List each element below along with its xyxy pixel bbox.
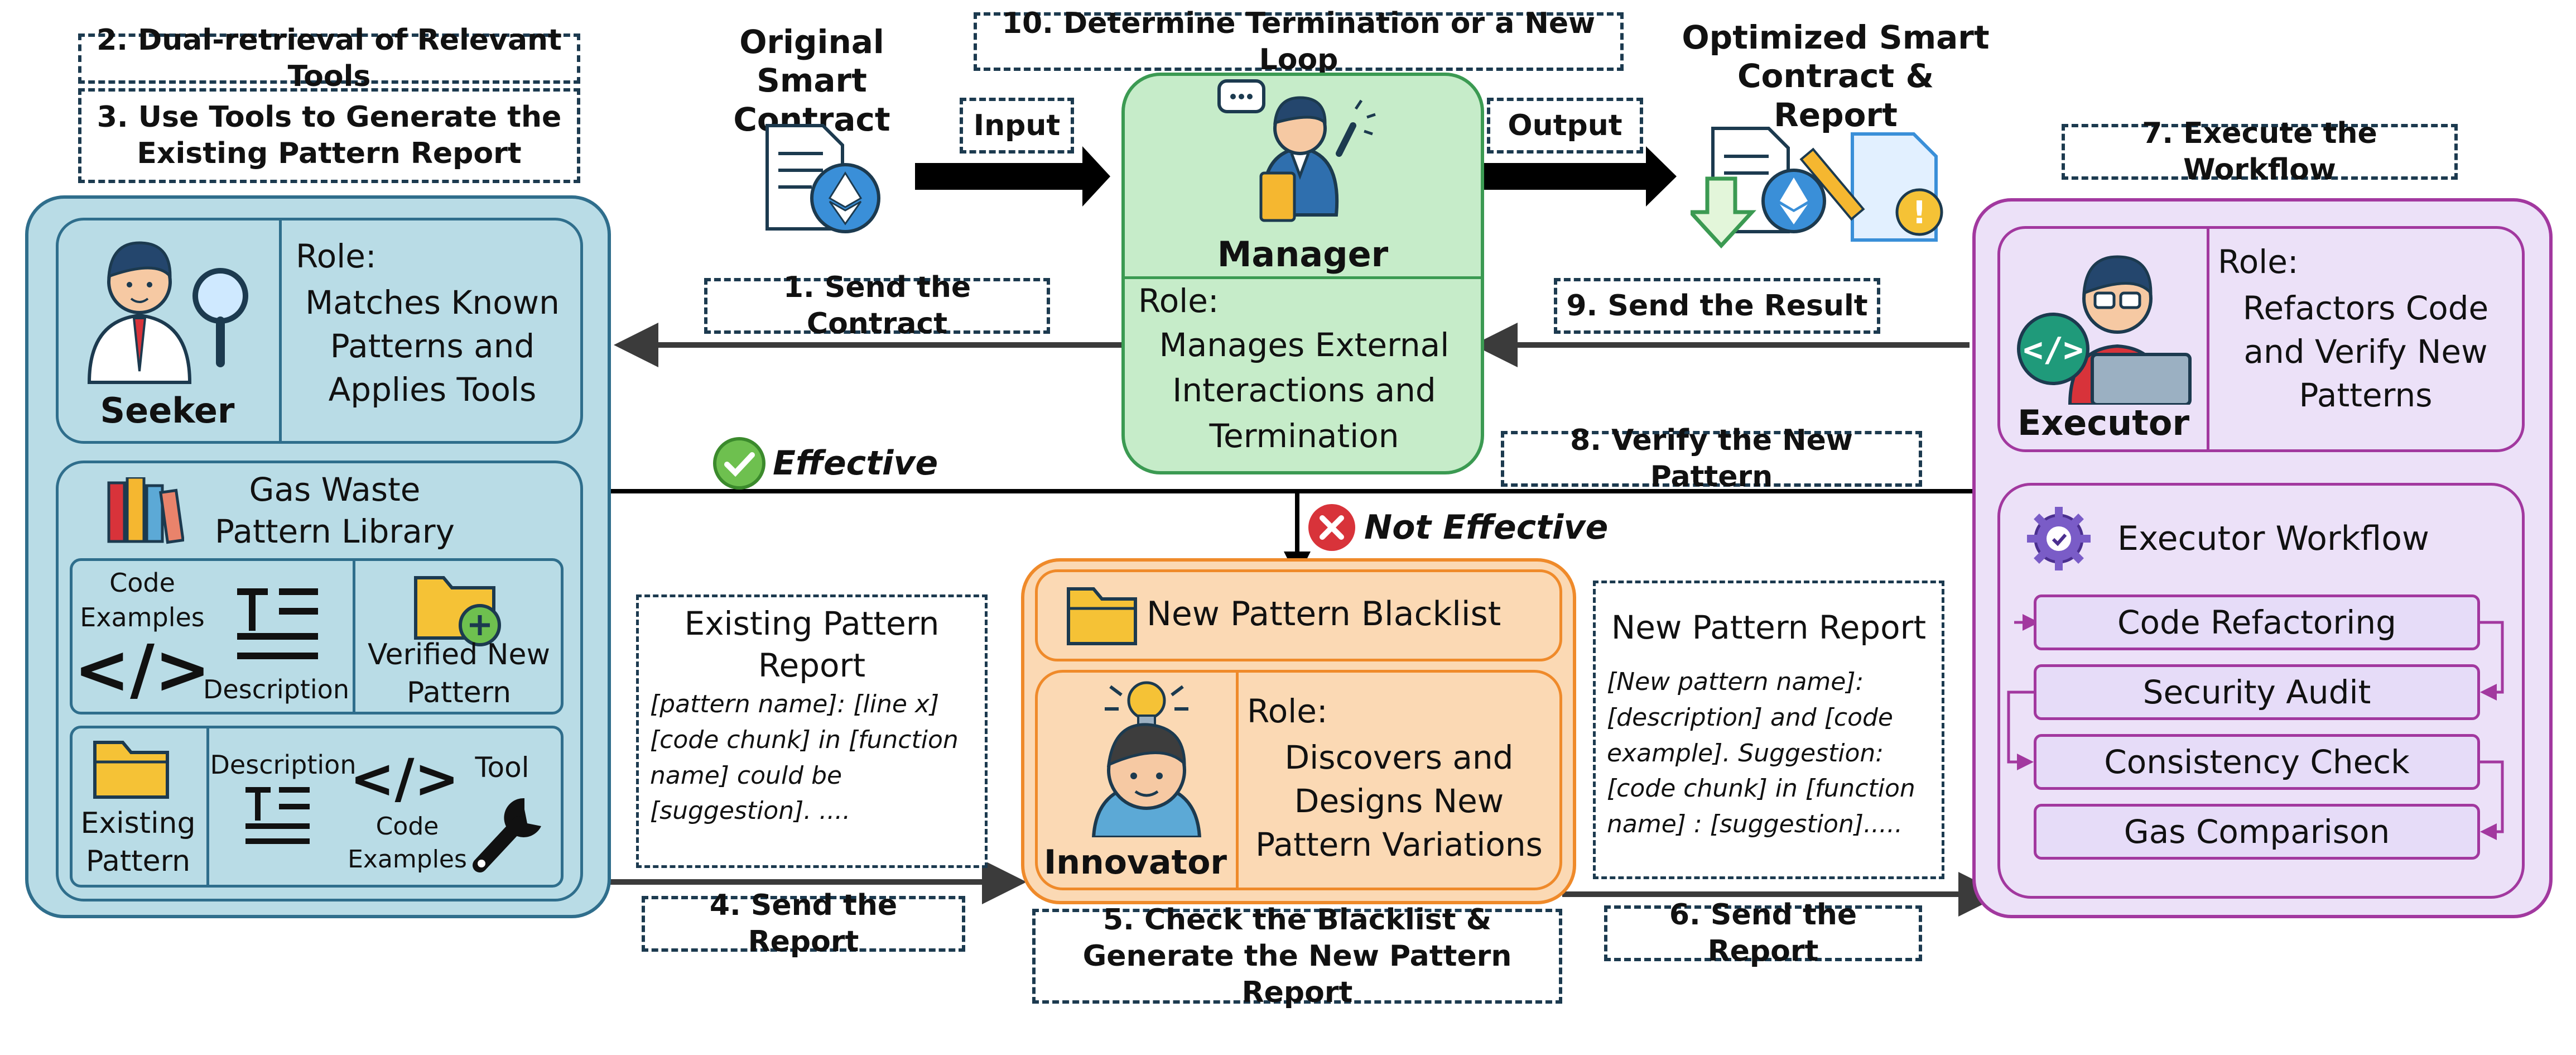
library-row-2 (70, 726, 564, 888)
executor-workflow-box (1997, 483, 2525, 899)
manager-divider (1125, 276, 1481, 279)
code-brackets-icon: </> (74, 631, 211, 709)
input-arrow (915, 146, 1110, 207)
executor-person-icon: </> (2017, 255, 2192, 405)
output-arrow (1484, 146, 1677, 207)
folder-plus-icon (414, 576, 501, 646)
pattern-library (56, 461, 583, 901)
code-brackets-icon-2: </> (350, 747, 459, 810)
contract-document-icon (765, 124, 880, 233)
workflow-step-2: Security Audit (2034, 664, 2480, 720)
library-description-label: Description (203, 674, 349, 704)
executor-name: Executor (2017, 402, 2190, 443)
step-3-label: 3. Use Tools to Generate the Existing Pa… (78, 88, 580, 183)
check-circle-icon (713, 437, 765, 490)
library-row-1-divider (353, 561, 355, 712)
manager-name: Manager (1217, 233, 1389, 275)
workflow-step-1: Code Refactoring (2034, 594, 2480, 650)
blacklist-box (1035, 569, 1562, 661)
step-7-label: 7. Execute the Workflow (2062, 117, 2458, 186)
lightbulb-icon (1105, 681, 1188, 727)
svg-text:!: ! (1912, 195, 1927, 231)
existing-report-title: Existing Pattern Report (684, 604, 940, 684)
step-10-label: 10. Determine Termination or a New Loop (974, 7, 1624, 76)
folder-icon-blacklist (1067, 587, 1137, 645)
workflow-connectors (2007, 614, 2504, 840)
step-8-label: 8. Verify the New Pattern (1501, 424, 1922, 493)
optimized-contract-icon: ! (1691, 127, 1943, 249)
blacklist-label: New Pattern Blacklist (1147, 594, 1501, 634)
innovator-card-divider (1236, 673, 1239, 888)
arrow-effective (508, 489, 1975, 559)
not-effective-label: Not Effective (1364, 508, 1609, 547)
existing-report-box (636, 594, 988, 868)
optimized-contract-label: Optimized Smart Contract & Report (1682, 18, 1990, 134)
library-code-examples-label: Code Examples (80, 567, 205, 632)
library-code-examples2-label: Code Examples (348, 812, 467, 874)
step-5-label: 5. Check the Blacklist & Generate the Ne… (1032, 903, 1562, 1009)
output-label: Output (1487, 98, 1643, 154)
workflow-title: Executor Workflow (2117, 519, 2429, 558)
library-title: Gas Waste Pattern Library (215, 470, 455, 550)
laptop-icon (2091, 353, 2192, 405)
seeker-card-divider (279, 220, 282, 441)
library-row-2-divider (206, 728, 209, 885)
innovator-description: Discovers and Designs New Pattern Variat… (1255, 738, 1543, 864)
innovator-person-icon (1091, 681, 1202, 837)
step-9-label: 9. Send the Result (1554, 278, 1880, 334)
executor-card-divider (2207, 229, 2209, 449)
library-description2-label: Description (210, 750, 357, 780)
original-contract-label: Original Smart Contract (733, 22, 890, 138)
books-icon (107, 477, 184, 544)
workflow-step-4: Gas Comparison (2034, 804, 2480, 860)
library-existing-label: Existing Pattern (80, 807, 196, 878)
svg-text:</>: </> (2023, 330, 2083, 370)
effective-label: Effective (773, 444, 938, 483)
executor-card (1997, 226, 2525, 452)
manager-person-icon (1217, 79, 1376, 222)
innovator-role-label: Role: (1247, 692, 1328, 730)
magnifier-icon (192, 268, 248, 367)
new-report-body: [New pattern name]: [description] and [c… (1607, 668, 1915, 839)
manager-description: Manages External Interactions and Termin… (1159, 326, 1450, 455)
text-lines-icon (237, 588, 318, 659)
input-label: Input (960, 98, 1074, 154)
seeker-card (56, 218, 583, 444)
workflow-step-3: Consistency Check (2034, 734, 2480, 790)
seeker-person-icon (87, 241, 248, 384)
x-circle-icon (1308, 504, 1355, 551)
manager-role-label: Role: (1138, 282, 1219, 320)
innovator-name: Innovator (1043, 843, 1227, 882)
existing-report-body: [pattern name]: [line x] [code chunk] in… (650, 690, 959, 826)
step-6-label: 6. Send the Report (1604, 898, 1922, 968)
library-verified-label: Verified New Pattern (367, 637, 551, 709)
seeker-role-label: Role: (296, 237, 377, 275)
download-arrow-icon (1691, 176, 1756, 249)
new-report-title: New Pattern Report (1611, 608, 1927, 647)
step-1-label: 1. Send the Contract (704, 271, 1050, 341)
innovator-card (1035, 670, 1562, 890)
seeker-name: Seeker (100, 390, 235, 431)
folder-icon (93, 741, 169, 799)
text-lines-icon-2 (245, 787, 310, 844)
library-row-1 (70, 558, 564, 714)
seeker-description: Matches Known Patterns and Applies Tools (305, 283, 560, 409)
executor-role-label: Role: (2218, 243, 2299, 281)
step-4-label: 4. Send the Report (642, 889, 965, 958)
executor-description: Refactors Code and Verify New Patterns (2242, 289, 2489, 415)
step-2-label: 2. Dual-retrieval of Relevant Tools (78, 23, 580, 93)
gear-icon (2027, 507, 2091, 570)
library-tool-label: Tool (475, 751, 529, 784)
wrench-icon (473, 798, 541, 872)
new-report-box (1593, 581, 1944, 879)
report-pencil-icon: ! (1799, 132, 1943, 242)
